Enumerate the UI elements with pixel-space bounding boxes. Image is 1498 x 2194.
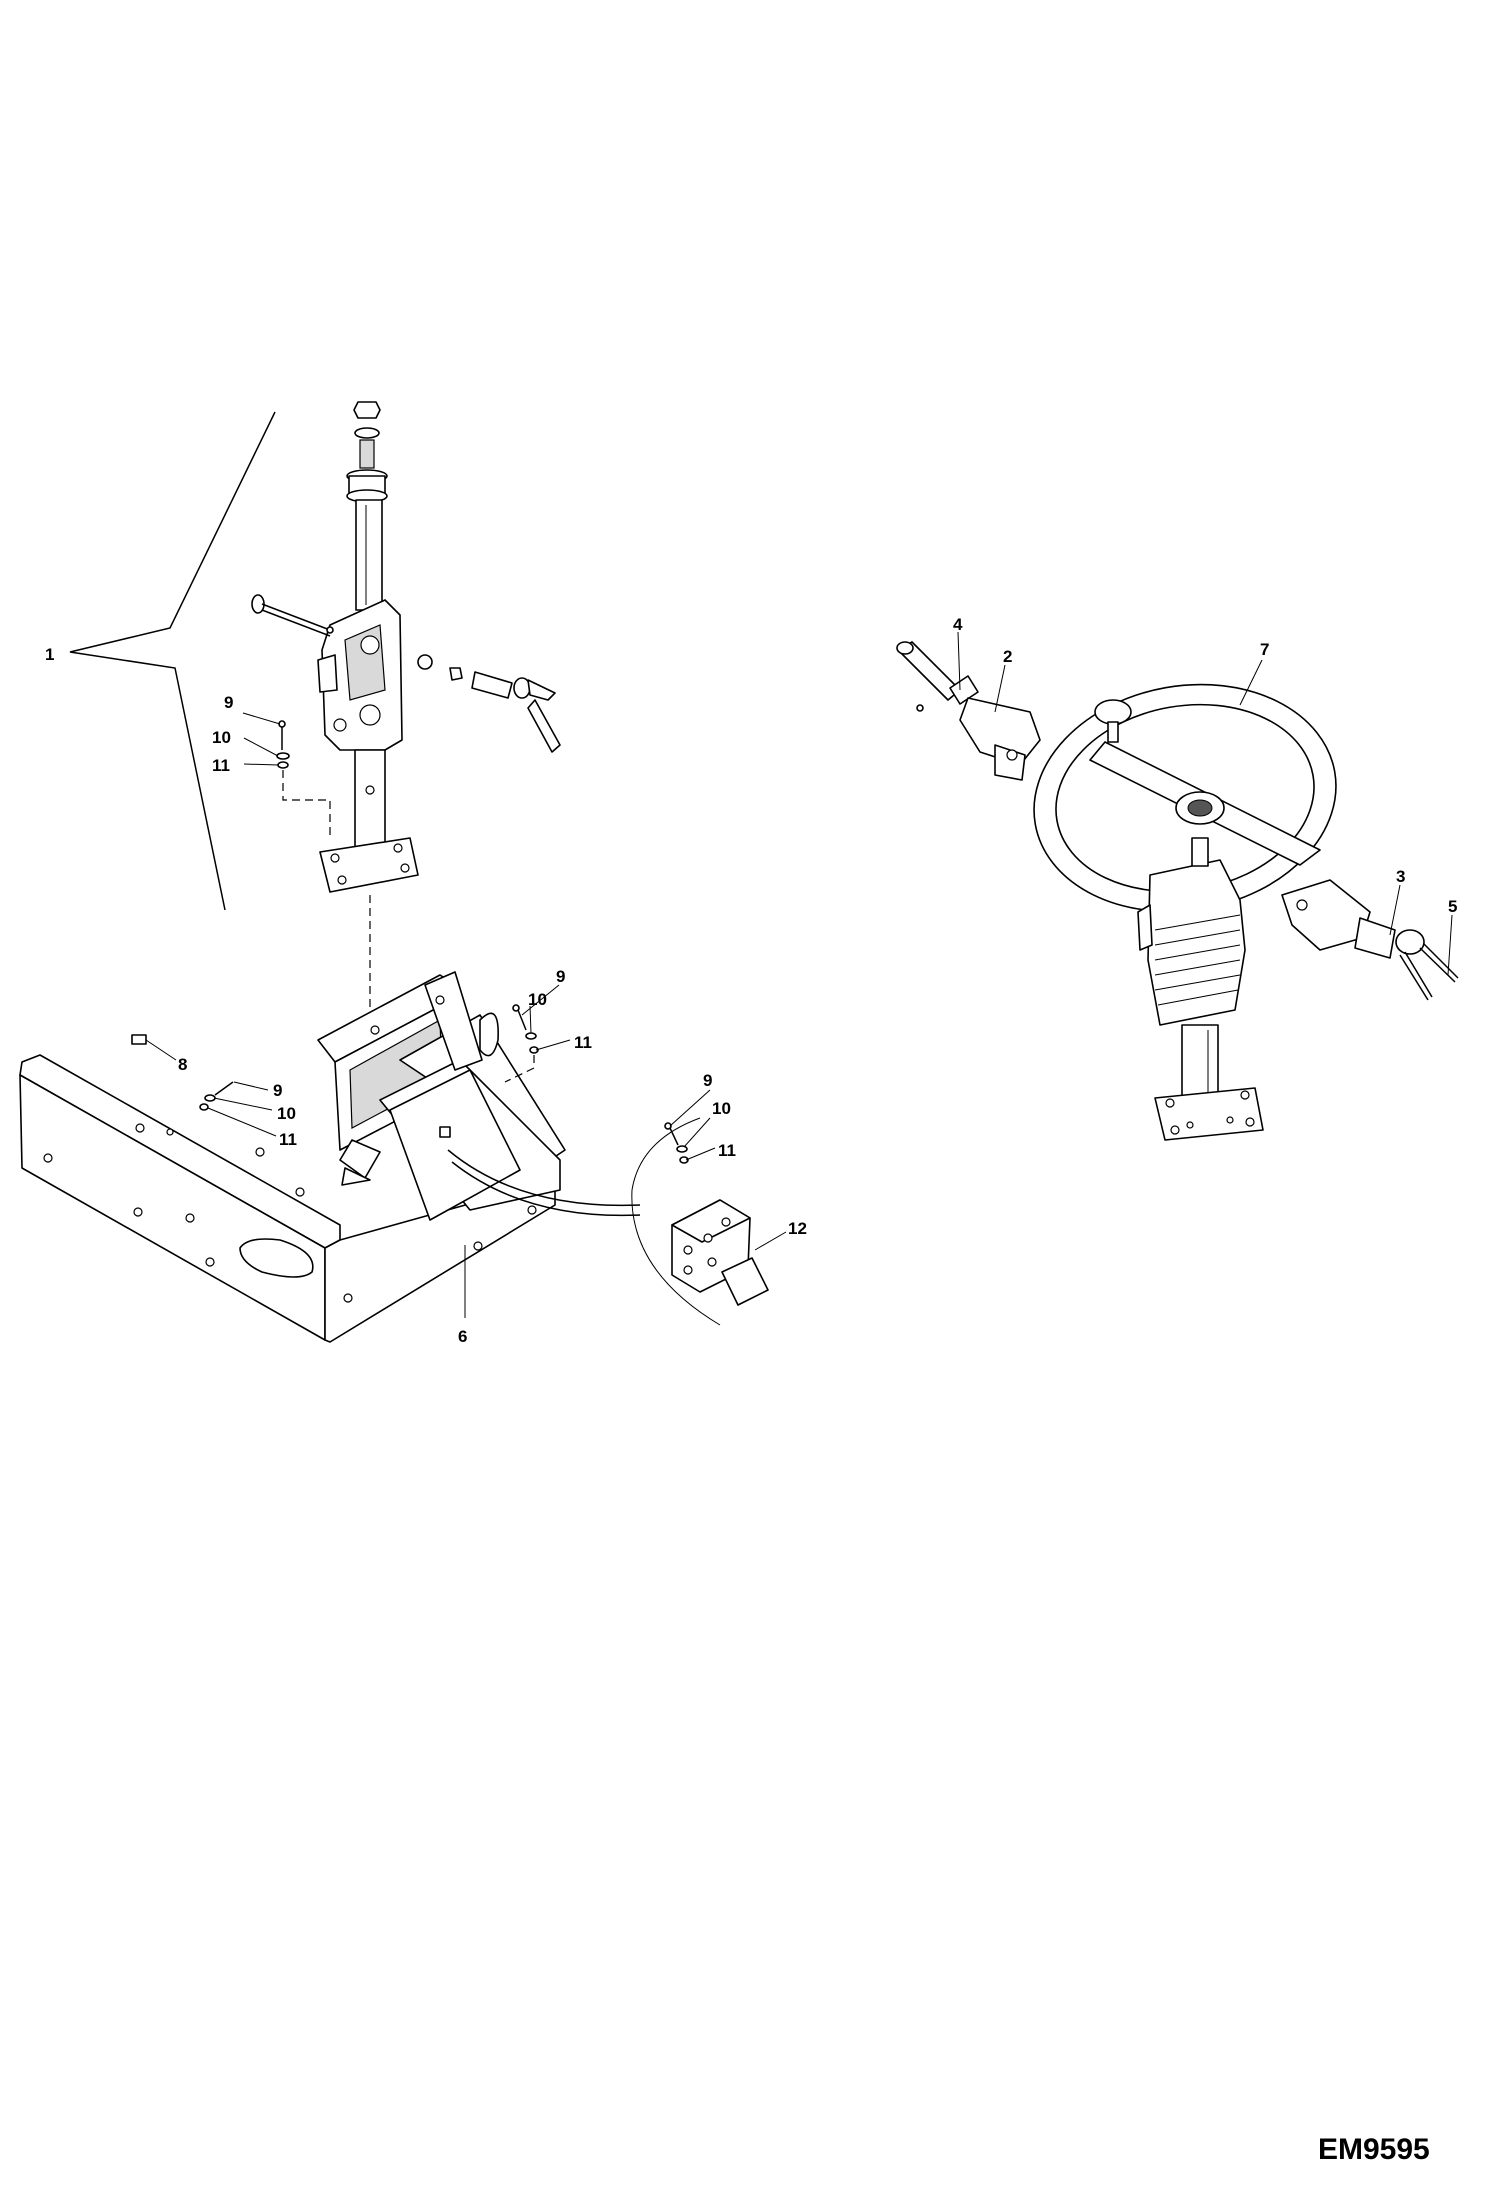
callout-leaders — [145, 631, 1453, 1318]
callout-11-chassis: 11 — [279, 1130, 297, 1149]
callout-10-hose: 10 — [712, 1099, 731, 1118]
callout-11-support: 11 — [574, 1033, 592, 1052]
callout-9-column: 9 — [224, 693, 233, 712]
callout-1-bracket — [69, 411, 276, 911]
callout-11-hose: 11 — [718, 1141, 736, 1160]
shroud-right-parts — [1281, 879, 1459, 1001]
fastener-set-b — [664, 1122, 689, 1164]
callout-9-hose: 9 — [703, 1071, 712, 1090]
callout-7: 7 — [1260, 640, 1269, 659]
callout-10-chassis: 10 — [277, 1104, 296, 1123]
callout-2: 2 — [1003, 647, 1012, 666]
callout-12: 12 — [788, 1219, 807, 1238]
shroud-left-parts — [896, 641, 1041, 781]
callout-1: 1 — [45, 645, 54, 664]
callout-4: 4 — [953, 615, 963, 634]
fastener-set-d — [199, 1081, 234, 1111]
callout-3: 3 — [1396, 867, 1405, 886]
column-support-frame — [317, 971, 566, 1221]
callout-9-support: 9 — [556, 967, 565, 986]
hose-and-detail-view — [447, 1117, 769, 1326]
drawing-reference: EM9595 — [1318, 2133, 1430, 2166]
steering-column-assembly — [251, 401, 561, 893]
fastener-set-a — [276, 720, 331, 840]
callout-5: 5 — [1448, 897, 1457, 916]
fastener-set-c — [504, 1004, 539, 1083]
callout-10-column: 10 — [212, 728, 231, 747]
steering-wheel-assembly — [1033, 683, 1337, 1141]
callout-10-support: 10 — [528, 990, 547, 1009]
callout-8: 8 — [178, 1055, 187, 1074]
callout-6: 6 — [458, 1327, 467, 1346]
chassis-rail — [19, 1054, 556, 1343]
callout-9-chassis: 9 — [273, 1081, 282, 1100]
callout-11-column: 11 — [212, 756, 230, 775]
plug-item-8 — [131, 1034, 147, 1045]
